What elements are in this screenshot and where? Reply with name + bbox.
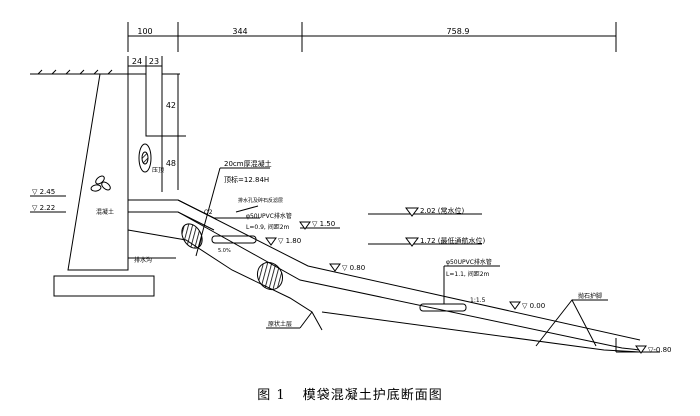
dimension-label: 24 — [132, 57, 142, 66]
dimension-label: 42 — [166, 101, 176, 110]
elevation-triangle — [509, 301, 521, 310]
pipe-label: 排水孔及碎石反滤层 — [238, 197, 283, 204]
leader — [299, 311, 313, 329]
elevation-label: ▽ 1.80 — [278, 237, 301, 245]
elevation-label: ▽-0.80 — [648, 346, 672, 354]
note-label: 20cm厚混凝土 — [224, 159, 272, 168]
drain-label: 排水沟 — [134, 256, 152, 264]
mold-bag-upper — [177, 199, 641, 341]
cap-label: 压顶 — [152, 167, 164, 174]
slope-label: 1:1.5 — [470, 297, 486, 304]
bedding-line — [127, 229, 323, 331]
dimension-label: 23 — [149, 57, 159, 66]
dimension-label: 344 — [232, 27, 247, 36]
figure-number: 图 1 — [257, 388, 286, 403]
gravel-fill-2 — [256, 261, 284, 291]
dimension-label: 758.9 — [447, 27, 470, 36]
elevation-triangle — [405, 207, 419, 217]
note-label: 顶标=12.84H — [224, 175, 269, 184]
pipe-label: φ50UPVC排水管 — [246, 212, 292, 220]
figure-caption: 图 1 模袋混凝土护底断面图 — [0, 384, 700, 403]
drain-pipe-1 — [211, 235, 257, 244]
retaining-wall — [67, 73, 129, 271]
cap-detail-ellipse — [138, 143, 152, 173]
drain-pipe-2 — [419, 303, 467, 312]
elevation-label: ▽ 2.45 — [32, 188, 55, 196]
elevation-label: ▽ 0.00 — [522, 302, 545, 310]
pipe-label: L=1.1, 间距2m — [446, 270, 490, 278]
gravel-fill-1 — [181, 223, 203, 249]
wall-fill-symbol — [90, 175, 111, 192]
figure-title: 模袋混凝土护底断面图 — [302, 388, 443, 403]
mold-bag-lower — [177, 211, 641, 351]
pipe-label: L=0.9, 间距2m — [246, 223, 290, 231]
dimension-label: 100 — [137, 27, 152, 36]
elevation-triangle — [265, 237, 277, 246]
elevation-label: ▽ 1.50 — [312, 220, 335, 228]
cross-section-drawing: 100 344 758.9 24 23 42 48 ▽ 2.45 ▽ 2.22 … — [30, 22, 672, 354]
original-soil-line — [321, 311, 641, 353]
slope-small-label: 5.0% — [218, 248, 231, 254]
elevation-label: ▽ 0.80 — [342, 264, 365, 272]
cap-detail-inner — [141, 151, 149, 165]
small-left-label: Q2 — [204, 209, 213, 216]
gravel-label: 抛石护脚 — [578, 292, 602, 300]
elevation-triangle — [329, 263, 341, 272]
elevation-triangle — [405, 237, 419, 247]
dimension-label: 48 — [166, 159, 176, 168]
elevation-label: ▽ 2.22 — [32, 204, 55, 212]
elevation-triangle — [299, 221, 311, 230]
water-level-label: 1.72 (最低通航水位) — [420, 236, 486, 245]
pipe-label: φ50UPVC排水管 — [446, 258, 492, 266]
elevation-triangle — [635, 345, 647, 354]
water-level-label: 2.02 (常水位) — [420, 206, 465, 215]
wall-label: 混凝土 — [96, 208, 114, 216]
foundation-block — [53, 275, 155, 297]
top-slab-under — [128, 211, 215, 231]
leader — [235, 205, 259, 213]
bedding-label: 原状土层 — [268, 320, 292, 328]
ground-hatch — [37, 69, 113, 75]
